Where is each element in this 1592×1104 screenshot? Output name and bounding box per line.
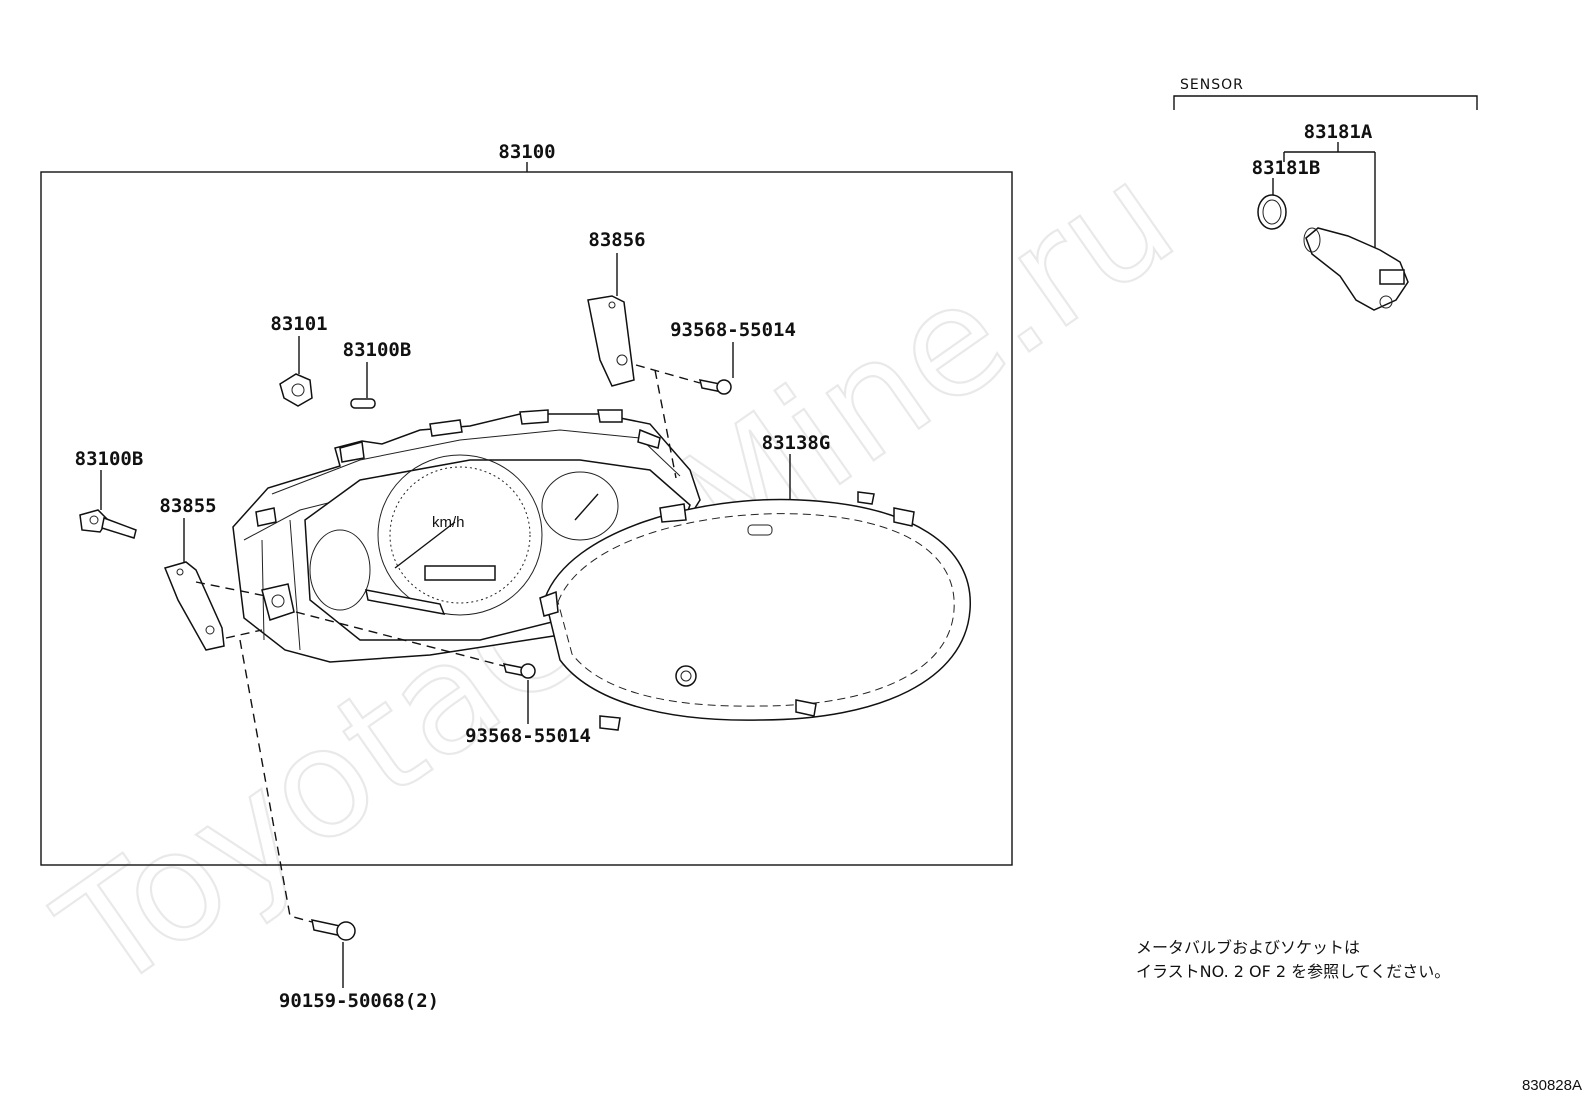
dash-bracket-left [195,581,267,597]
label-83100B-left: 83100B [75,448,144,470]
note-line-2: イラストNO. 2 OF 2 を参照してください。 [1136,962,1450,981]
glass-lens [539,491,971,731]
label-83181A: 83181A [1304,121,1373,143]
bracket-83856 [587,295,635,387]
bulb-left [79,509,137,539]
kmh-unit-glyph: km/h [432,514,465,531]
label-90159: 90159-50068(2) [279,990,439,1012]
screw-bottom [502,663,536,679]
dash-bracket-right [654,369,677,479]
bulb-center [350,398,376,409]
label-83855: 83855 [159,495,216,517]
label-83100: 83100 [498,141,555,163]
screw-top [698,379,732,395]
figure-code: 830828A [1522,1077,1582,1094]
label-83101: 83101 [270,313,327,335]
label-93568-top: 93568-55014 [670,319,796,341]
dash-screw-outer [239,639,313,923]
sensor-parts [1257,142,1409,311]
label-83856: 83856 [588,229,645,251]
label-83100B-center: 83100B [343,339,412,361]
label-93568-bottom: 93568-55014 [465,725,591,747]
label-83181B: 83181B [1252,157,1321,179]
note-line-1: メータバルブおよびソケットは [1136,938,1360,957]
label-83138G: 83138G [762,432,831,454]
dash-bracket-left-2 [225,629,263,639]
dash-screw-bottom [295,611,505,667]
sensor-bracket [1173,95,1478,110]
bracket-83855 [163,561,225,651]
label-sensor: SENSOR [1180,77,1244,93]
dash-screw-top [635,364,701,384]
socket-83101 [279,373,313,407]
screw-outer [311,919,356,941]
